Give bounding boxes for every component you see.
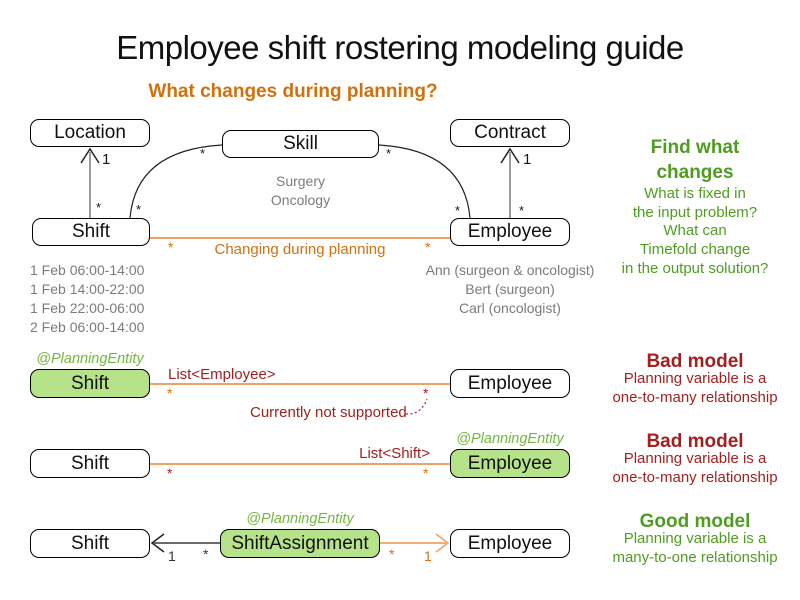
bad1-description-line: one-to-many relationship — [612, 388, 778, 406]
bad1-edge-label: List<Employee> — [168, 366, 276, 383]
good-assignment-right-multiplicity: * — [389, 546, 395, 562]
find-body-line: the input problem? — [632, 203, 758, 221]
shift-box: Shift — [32, 218, 150, 246]
shift-skill-multiplicity: * — [136, 202, 142, 217]
find-body: What is fixed in the input problem? What… — [610, 185, 780, 279]
good-description-line: many-to-one relationship — [612, 548, 778, 566]
bad1-left-multiplicity: * — [167, 385, 173, 401]
bad2-shift-box: Shift — [30, 449, 150, 478]
employee-example: Bert (surgeon) — [465, 281, 555, 297]
bad1-note-arrow-icon — [405, 398, 428, 415]
contract-multiplicity: 1 — [523, 151, 532, 168]
bad1-planning-entity-annotation: @PlanningEntity — [36, 351, 144, 367]
bad2-planning-entity-annotation: @PlanningEntity — [456, 431, 564, 447]
good-description-line: Planning variable is a — [623, 530, 767, 547]
bad2-edge-label: List<Shift> — [359, 445, 430, 462]
shift-time: 1 Feb 22:00-06:00 — [30, 300, 145, 316]
bad1-verdict: Bad model — [646, 351, 744, 372]
find-heading-line2: changes — [656, 162, 734, 183]
planning-edge-left-multiplicity: * — [168, 239, 174, 255]
good-employee-box: Employee — [450, 529, 570, 558]
employee-list: Ann (surgeon & oncologist) Bert (surgeon… — [390, 261, 630, 318]
good-description: Planning variable is a many-to-one relat… — [610, 530, 780, 567]
shift-time: 1 Feb 14:00-22:00 — [30, 281, 145, 297]
shift-location-multiplicity: * — [96, 200, 102, 215]
planning-edge-right-multiplicity: * — [425, 239, 431, 255]
good-verdict: Good model — [639, 511, 751, 532]
bad1-description-line: Planning variable is a — [623, 370, 767, 387]
employee-example: Carl (oncologist) — [459, 300, 561, 316]
location-multiplicity: 1 — [102, 151, 111, 168]
shift-skill-arc — [129, 144, 223, 219]
good-employee-multiplicity: 1 — [424, 548, 432, 564]
bad2-employee-box: Employee — [450, 449, 570, 478]
employee-skill-multiplicity: * — [455, 203, 461, 218]
shift-times-list: 1 Feb 06:00-14:00 1 Feb 14:00-22:00 1 Fe… — [30, 261, 144, 337]
good-assignment-left-multiplicity: * — [203, 546, 209, 562]
contract-arrowhead-icon — [500, 147, 520, 164]
employee-box: Employee — [450, 218, 570, 246]
find-body-line: Timefold change — [639, 241, 751, 259]
find-body-line: in the output solution? — [621, 259, 769, 277]
bad2-description-line: Planning variable is a — [623, 450, 767, 467]
shift-time: 1 Feb 06:00-14:00 — [30, 262, 145, 278]
subtitle: What changes during planning? — [148, 81, 438, 102]
bad1-right-multiplicity: * — [423, 385, 429, 401]
location-arrowhead-icon — [80, 147, 100, 164]
employee-example: Ann (surgeon & oncologist) — [425, 262, 595, 278]
planning-edge-label: Changing during planning — [214, 241, 386, 258]
find-body-line: What can — [663, 222, 727, 240]
good-assignment-box: ShiftAssignment — [220, 529, 380, 558]
skill-right-multiplicity: * — [386, 146, 392, 161]
bad2-right-multiplicity: * — [423, 465, 429, 481]
find-heading-line1: Find what — [650, 137, 740, 158]
contract-box: Contract — [450, 119, 570, 147]
employee-contract-multiplicity: * — [519, 203, 525, 218]
good-shift-box: Shift — [30, 529, 150, 558]
bad1-note: Currently not supported — [250, 404, 407, 421]
good-shift-multiplicity: 1 — [168, 548, 176, 564]
bad1-shift-box: Shift — [30, 369, 150, 398]
good-right-arrowhead-icon — [435, 533, 450, 553]
bad1-description: Planning variable is a one-to-many relat… — [610, 370, 780, 407]
bad2-verdict: Bad model — [646, 431, 744, 452]
bad2-description: Planning variable is a one-to-many relat… — [610, 450, 780, 487]
skill-left-multiplicity: * — [200, 146, 206, 161]
skill-box: Skill — [222, 130, 379, 158]
good-planning-entity-annotation: @PlanningEntity — [246, 511, 354, 527]
skill-example: Surgery — [275, 173, 326, 189]
find-body-line: What is fixed in — [644, 185, 746, 202]
good-left-arrowhead-icon — [150, 533, 165, 553]
skill-example: Oncology — [270, 192, 331, 208]
bad2-description-line: one-to-many relationship — [612, 468, 778, 486]
skill-examples: Surgery Oncology — [222, 172, 379, 210]
bad1-employee-box: Employee — [450, 369, 570, 398]
bad2-left-multiplicity: * — [167, 465, 173, 481]
location-box: Location — [30, 119, 150, 147]
page-title: Employee shift rostering modeling guide — [116, 29, 684, 66]
shift-time: 2 Feb 06:00-14:00 — [30, 319, 145, 335]
